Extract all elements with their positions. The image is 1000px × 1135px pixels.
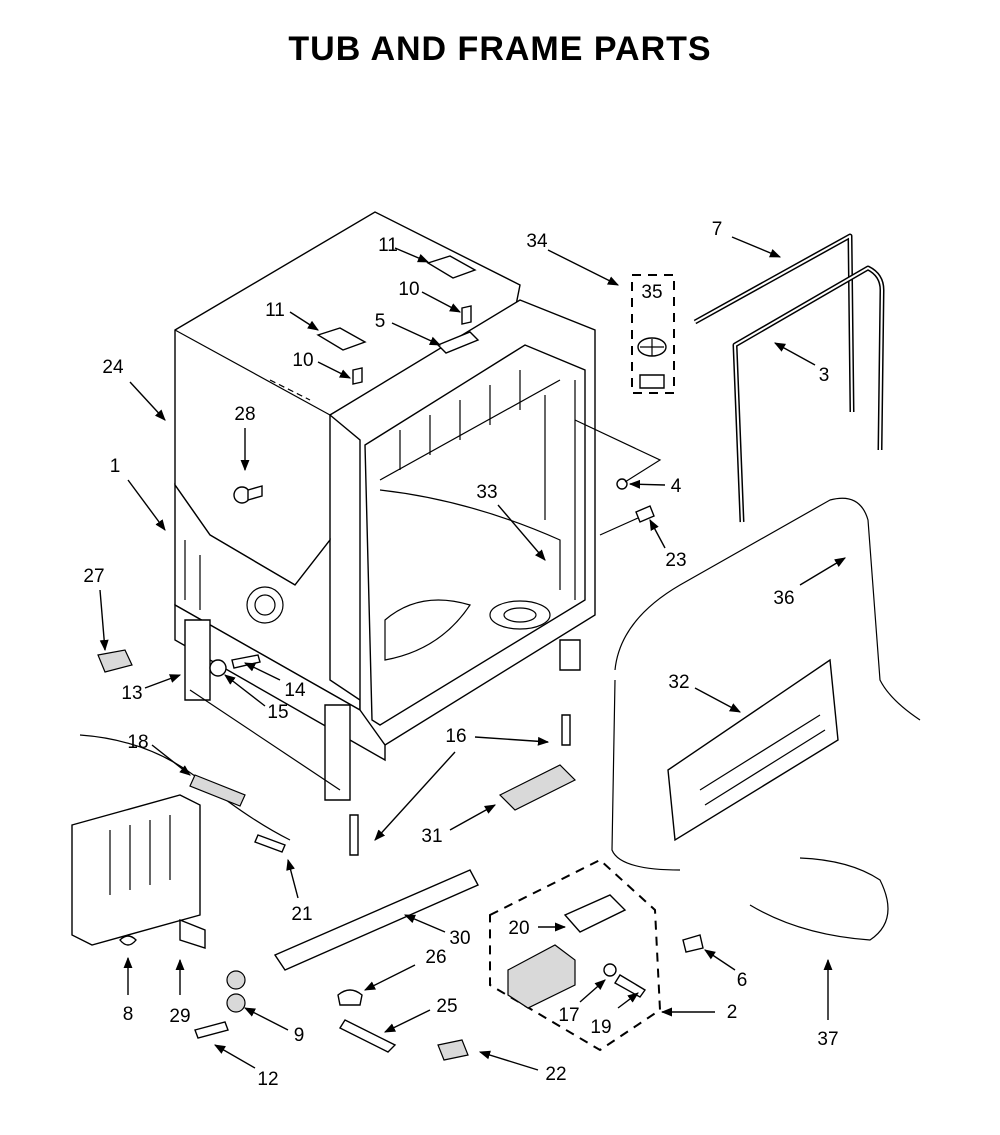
callout-22: 22 bbox=[545, 1064, 566, 1085]
callout-17: 17 bbox=[558, 1005, 579, 1026]
spring-coil bbox=[189, 774, 246, 807]
clip-part bbox=[97, 649, 133, 673]
leveling-leg-1 bbox=[561, 714, 571, 746]
diagram-title: TUB AND FRAME PARTS bbox=[288, 30, 712, 68]
sensor-cable bbox=[749, 857, 889, 941]
callout-34: 34 bbox=[526, 231, 548, 252]
foot-bracket bbox=[338, 1019, 397, 1053]
callout-5: 5 bbox=[375, 311, 386, 332]
callout-29: 29 bbox=[169, 1006, 190, 1027]
callout-8: 8 bbox=[123, 1004, 134, 1025]
tub-seal bbox=[732, 265, 885, 523]
callout-12: 12 bbox=[257, 1069, 278, 1090]
callout-18: 18 bbox=[127, 732, 148, 753]
access-panel bbox=[667, 658, 839, 842]
toe-plate bbox=[273, 869, 479, 971]
callout-14: 14 bbox=[284, 680, 306, 701]
screw bbox=[231, 654, 261, 669]
callout-25: 25 bbox=[436, 996, 457, 1017]
button-plug bbox=[119, 935, 137, 946]
plug-small bbox=[616, 478, 628, 490]
strap bbox=[436, 331, 480, 354]
callout-11-left: 11 bbox=[265, 300, 285, 321]
callout-15: 15 bbox=[267, 702, 288, 723]
mount-plate bbox=[563, 894, 627, 933]
callout-28: 28 bbox=[234, 404, 255, 425]
door-gasket bbox=[693, 233, 855, 413]
callout-21: 21 bbox=[291, 904, 312, 925]
screw-small-1 bbox=[352, 367, 363, 385]
washer-1 bbox=[226, 970, 246, 990]
callout-20: 20 bbox=[508, 918, 529, 939]
callout-33: 33 bbox=[476, 482, 497, 503]
hinge-bracket-2 bbox=[426, 255, 477, 279]
vent-base bbox=[639, 374, 665, 389]
callout-27: 27 bbox=[83, 566, 104, 587]
connector bbox=[635, 505, 655, 523]
callout-19: 19 bbox=[590, 1017, 611, 1038]
callout-24: 24 bbox=[102, 357, 124, 378]
callout-13: 13 bbox=[121, 683, 142, 704]
grommet bbox=[209, 659, 227, 677]
callout-1: 1 bbox=[110, 456, 121, 477]
toe-panel-bracket bbox=[71, 794, 201, 946]
tub-assembly bbox=[174, 211, 596, 801]
callout-36: 36 bbox=[773, 588, 794, 609]
callout-2: 2 bbox=[727, 1002, 738, 1023]
callout-6: 6 bbox=[737, 970, 748, 991]
leveling-leg-2 bbox=[349, 814, 359, 856]
callout-31: 31 bbox=[421, 826, 442, 847]
wire-harness bbox=[614, 497, 921, 721]
foot-pad bbox=[337, 989, 363, 1006]
callout-4: 4 bbox=[671, 476, 682, 497]
washer-2 bbox=[226, 993, 246, 1013]
clip bbox=[437, 1039, 469, 1061]
callout-30: 30 bbox=[449, 928, 470, 949]
vent-assembly-group bbox=[631, 274, 675, 394]
callout-32: 32 bbox=[668, 672, 689, 693]
callout-7: 7 bbox=[712, 219, 723, 240]
callout-23: 23 bbox=[665, 550, 686, 571]
callout-9: 9 bbox=[294, 1025, 305, 1046]
small-bracket bbox=[498, 764, 577, 811]
callout-35: 35 bbox=[641, 282, 662, 303]
screw-small-2 bbox=[461, 305, 472, 325]
callout-16: 16 bbox=[445, 726, 466, 747]
callout-11-right: 11 bbox=[378, 235, 398, 256]
callout-10-right: 10 bbox=[398, 279, 419, 300]
hinge-bracket-1 bbox=[316, 327, 367, 351]
bolt bbox=[194, 1021, 229, 1039]
callout-26: 26 bbox=[425, 947, 446, 968]
screw-6 bbox=[682, 934, 704, 953]
callout-37: 37 bbox=[817, 1029, 838, 1050]
bracket-assembly-group bbox=[489, 858, 662, 1052]
callout-3: 3 bbox=[819, 365, 830, 386]
mount-bracket bbox=[507, 944, 576, 1009]
callout-10-left: 10 bbox=[292, 350, 313, 371]
